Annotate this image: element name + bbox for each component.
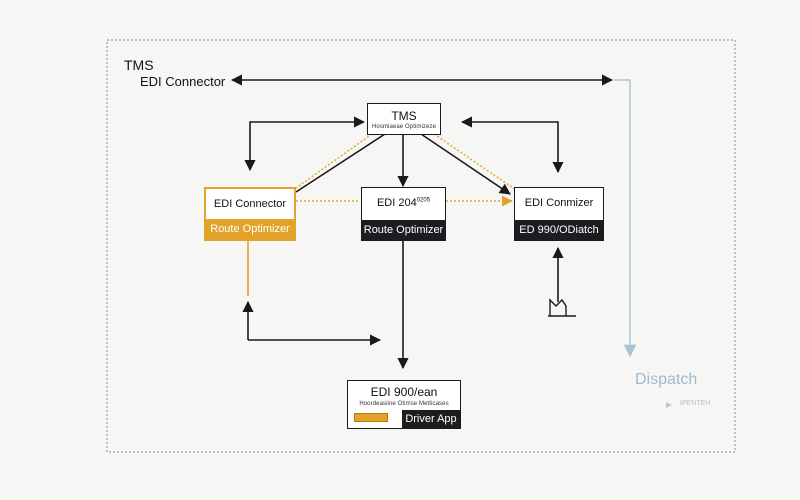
outer-boundary [106,39,736,453]
orange-diagonal-left [295,133,373,189]
edi-900-footer: Driver App [402,410,460,428]
tms-left-arrow [244,116,366,172]
dispatch-sub-label: IPENTEH [680,400,711,407]
tms-diagonal-left [295,133,386,193]
tms-node[interactable]: TMS Hosmiaeae Optimizeze [367,103,441,135]
edi-204-superscript: 0205 [416,197,431,204]
edi-204-title-text: EDI 204 [376,197,417,209]
truck-icon [548,298,576,317]
edi-204-node[interactable]: EDI 2040205 Route Optimizer [361,187,446,241]
tms-node-subtitle: Hosmiaeae Optimizeze [371,124,437,130]
edi-900-title: EDI 900/ean [370,385,438,399]
edi-connector-footer: Route Optimizer [206,219,294,239]
edi-204-title: EDI 2040205 [362,197,445,209]
tms-node-title: TMS [391,109,417,123]
tms-diagonal-right [420,133,511,195]
dispatch-chevron-icon [666,402,672,408]
dispatch-arrow [614,79,637,358]
dispatch-label: Dispatch [635,371,698,388]
edi-conmizer-footer: ED 990/ODiatch [515,220,603,240]
edi-900-subtitle: Hoordeasiine Otimse Metticases [359,401,449,407]
tms-top-label: TMS [124,57,154,73]
edi-900-node[interactable]: EDI 900/ean Hoordeasiine Otimse Metticas… [347,380,461,429]
edi-900-tag [354,413,388,422]
edi-conmizer-node[interactable]: EDI Conmizer ED 990/ODiatch [514,187,604,241]
orange-diagonal-right [433,133,517,191]
edi-connector-node[interactable]: EDI Connector Route Optimizer [204,187,296,241]
edi-connector-top-label: EDI Connector [140,74,226,89]
tms-right-arrow [460,116,564,174]
edi-conmizer-title: EDI Conmizer [524,197,594,209]
edi-204-footer: Route Optimizer [362,220,445,240]
edi-connector-title: EDI Connector [213,198,287,210]
